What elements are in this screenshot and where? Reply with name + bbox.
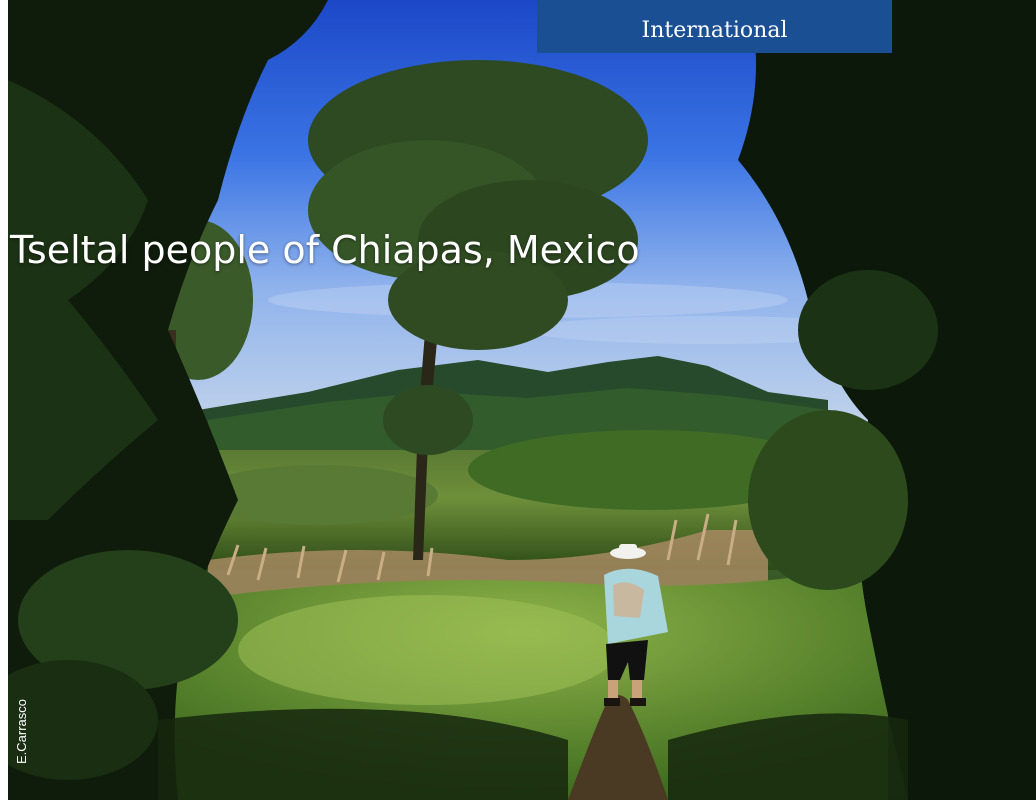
landscape-illustration [8,0,1036,800]
photo-credit: E.Carrasco [14,698,29,764]
section-label: International [537,0,892,53]
cover-photo [8,0,1036,800]
dirt-path [568,695,668,800]
walking-person [604,544,668,706]
page-margin [0,0,8,800]
page-title: Tseltal people of Chiapas, Mexico [10,228,640,272]
foliage-right [738,0,1036,800]
